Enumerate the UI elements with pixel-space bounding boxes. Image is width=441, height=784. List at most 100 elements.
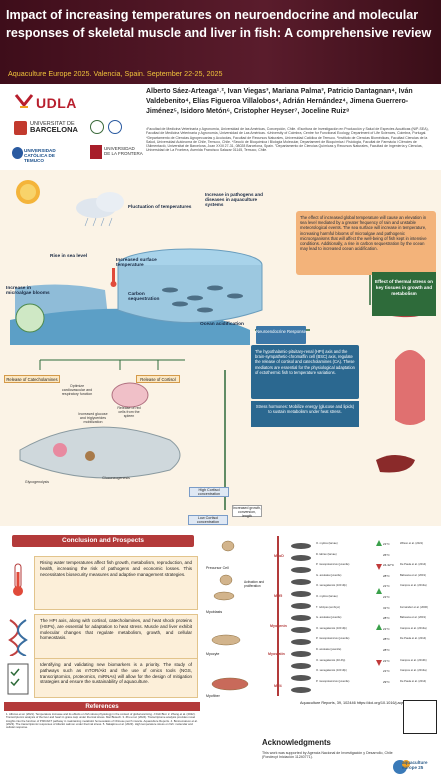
- temperature-cell: 21°C: [383, 658, 390, 663]
- cell-icon: [219, 574, 233, 586]
- stress-box: Stress hormones: Mobilize energy (glucos…: [251, 401, 359, 427]
- species-cell: P. mesopotamicus (juvenile): [316, 679, 350, 683]
- growth-box: Increased growth, conversion, length: [232, 505, 262, 518]
- fish-body-icon: [19, 426, 181, 479]
- thermometer-icon: [13, 563, 23, 596]
- muscle-chart-art: [211, 536, 382, 696]
- species-cell: O. senegalensis (100 dfp): [316, 584, 347, 588]
- seal-icon: [108, 120, 122, 134]
- rain-icon: [84, 217, 113, 227]
- ub-line1: UNIVERSITAT DE: [30, 121, 75, 127]
- temperature-cell: 21°C: [383, 626, 390, 631]
- organ-icon: [53, 443, 67, 457]
- conclusion-item: Rising water temperatures affect fish gr…: [34, 556, 198, 610]
- species-cell: P. mesopotamicus (juvenile): [316, 563, 350, 567]
- down-arrows: [376, 564, 382, 666]
- sun-icon: [16, 180, 40, 204]
- microalgae-icon: [15, 303, 45, 333]
- label-acidification: Ocean acidification: [200, 322, 244, 327]
- reference-cell: Fernández et al. (2006): [400, 605, 428, 609]
- myofiber-icon: [211, 677, 249, 691]
- label-fluctuation: Fluctuation of temperatures: [128, 205, 192, 210]
- dna-icon: [8, 619, 28, 656]
- temperature-cell: 29°C: [383, 679, 390, 684]
- reference-cell: Babuana et al. (2019): [400, 616, 426, 620]
- stage-activation: Activation and proliferation: [244, 580, 265, 588]
- ufro-shield-icon: [90, 145, 102, 159]
- brain-icon: [111, 382, 149, 408]
- udla-logo-text: UDLA: [36, 95, 77, 111]
- muscle-chart-panel: [206, 536, 438, 698]
- label-sea-level: Rise in sea level: [50, 254, 88, 259]
- precursor-cell-icon: [221, 540, 235, 552]
- label-microalgae: Increase in microalgae blooms: [6, 286, 50, 296]
- event-logo-text: aquaculture europe 25: [402, 760, 428, 770]
- qr-code-icon[interactable]: [403, 700, 437, 734]
- hpi-box: The hypothalamic-pituitary-renal (HPI) a…: [251, 345, 359, 399]
- reference-cell: De Paula et al. (2014): [400, 563, 427, 567]
- affiliations: ¹Facultad de Medicina Veterinaria y Agro…: [146, 127, 429, 153]
- uct-seal-icon: [12, 147, 23, 159]
- ack-text: This work was supported by Agencia Nacio…: [262, 751, 393, 760]
- poster-header: Impact of increasing temperatures on neu…: [0, 0, 441, 84]
- ufro-logo: UNIVERSIDAD DE LA FRONTERA: [104, 146, 143, 156]
- uct-line3: TEMUCO: [24, 158, 44, 163]
- tank-body: [117, 265, 263, 323]
- species-cell: G. aculeata (juvenile): [316, 616, 342, 620]
- temperature-cell: 21°C: [383, 584, 390, 589]
- reference-cell: Campos et al. (2013a): [400, 584, 427, 588]
- cortisol-box: Release of Cortisol: [136, 375, 180, 383]
- up-arrows: [376, 540, 382, 630]
- species-cell: O. mykiss (larvae): [316, 595, 338, 598]
- stage-myocyte: Myocyte: [206, 652, 220, 656]
- stage-precursor: Precursor Cell: [206, 566, 229, 570]
- reference-cell: De Paula et al. (2014): [400, 637, 427, 641]
- reference-cell: Campos et al. (2013a): [400, 626, 427, 630]
- fish-silhouettes: [291, 543, 311, 693]
- gene-myod: MyoD: [274, 554, 284, 558]
- udla-logo-icon: [14, 94, 34, 108]
- references-text: 1. Alfonso et al. (2021). Temperature in…: [6, 712, 198, 730]
- reference-cell: De Paula et al. (2014): [400, 679, 427, 683]
- species-cell: T. rubripes (embryo): [316, 605, 341, 609]
- species-cell: D. labrax (larvae): [316, 552, 337, 556]
- reference-cell: Campos et al. (2013a): [400, 669, 427, 673]
- conclusion-item: Identifying and validating new biomarker…: [34, 658, 198, 698]
- label-gluconeogenesis: Gluconeogenesis: [102, 476, 130, 480]
- aquaculture-reports-citation: Aquaculture Reports, 39, 102446 https://…: [300, 701, 431, 705]
- effect-box: The effect of increased global temperatu…: [296, 211, 436, 275]
- stage-myofiber: Myofiber: [206, 694, 220, 698]
- reference-cell: Babuana et al. (2019): [400, 573, 426, 577]
- species-cell: O. senegalensis (40 dfp): [316, 658, 346, 662]
- seal-icon: [90, 120, 104, 134]
- thermometer-icon: [110, 268, 117, 287]
- high-cortisol-box: High Cortisol concentration: [189, 487, 229, 497]
- species-cell: G. aculeata (juvenile): [316, 573, 342, 577]
- temperature-cell: 28°C: [383, 616, 390, 621]
- fish-icon: [162, 285, 243, 313]
- temperature-cell: 24-32°C: [383, 563, 395, 568]
- poster-title: Impact of increasing temperatures on neu…: [6, 8, 432, 40]
- muscle-icon: [395, 350, 425, 425]
- conclusions-title: Conclusion and Prospects: [12, 535, 194, 547]
- temperature-cell: 21°C: [383, 542, 390, 546]
- gene-myogenin: Myogenin: [270, 624, 287, 628]
- temperature-cell: 21°C: [383, 595, 390, 599]
- temperature-cell: 28°C: [383, 648, 390, 652]
- label-pathogens: Increase in pathogens and diseases in aq…: [205, 192, 263, 207]
- temperature-cell: 28°C: [383, 637, 390, 642]
- label-glucose: Increased glucose and triglycerides mobi…: [78, 412, 108, 425]
- ufro-line1: UNIVERSIDAD: [104, 146, 135, 151]
- temperature-cell: 31°C: [383, 605, 390, 610]
- checklist-icon: [7, 663, 29, 695]
- myocyte-icon: [211, 634, 241, 646]
- temperature-cell: 28°C: [383, 573, 390, 578]
- label-surface-temp: Increased surface temperature: [116, 258, 157, 268]
- stage-myoblasts: Myoblasts: [206, 610, 223, 614]
- liver-icon: [85, 451, 95, 461]
- gene-myostatin: Myostatin: [268, 652, 285, 656]
- species-cell: O. senegalensis (100 dfp): [316, 626, 347, 630]
- uct-line1: UNIVERSIDAD: [24, 148, 56, 153]
- conference-line: Aquaculture Europe 2025. Valencia, Spain…: [8, 69, 223, 78]
- temperature-cell: 21°C: [383, 669, 390, 674]
